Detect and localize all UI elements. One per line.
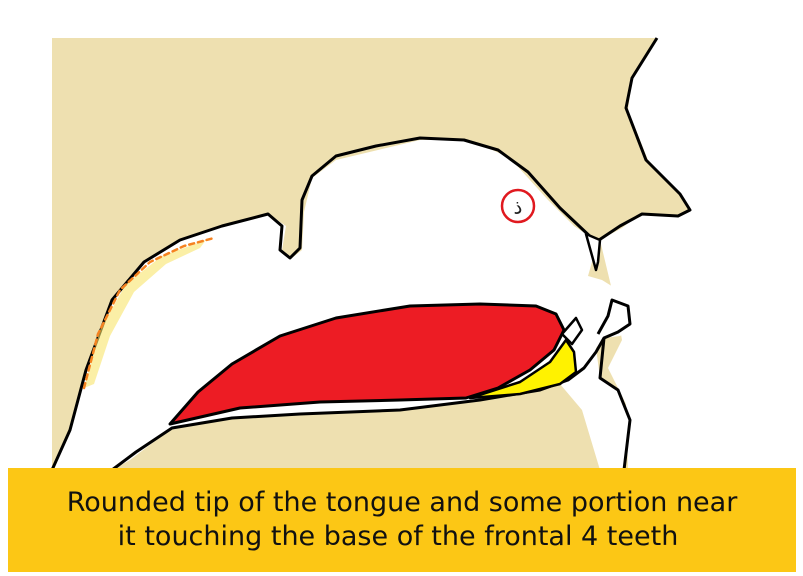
pharynx-highlight <box>84 240 206 388</box>
caption-line-1: Rounded tip of the tongue and some porti… <box>66 487 738 518</box>
arabic-letter-label: ذ <box>514 195 523 219</box>
lower-teeth-base-highlight <box>468 338 578 400</box>
lower-jaw-outline <box>111 298 632 472</box>
lower-tooth <box>560 316 584 346</box>
caption-box: Rounded tip of the tongue and some porti… <box>8 468 796 572</box>
tongue <box>168 302 566 426</box>
lower-lip-outline <box>598 337 632 471</box>
upper-tooth <box>584 232 602 272</box>
caption-line-2: it touching the base of the frontal 4 te… <box>117 521 679 552</box>
dashed-outline <box>82 236 216 390</box>
palate-outline <box>50 37 692 471</box>
articulation-marker-circle <box>500 188 536 224</box>
